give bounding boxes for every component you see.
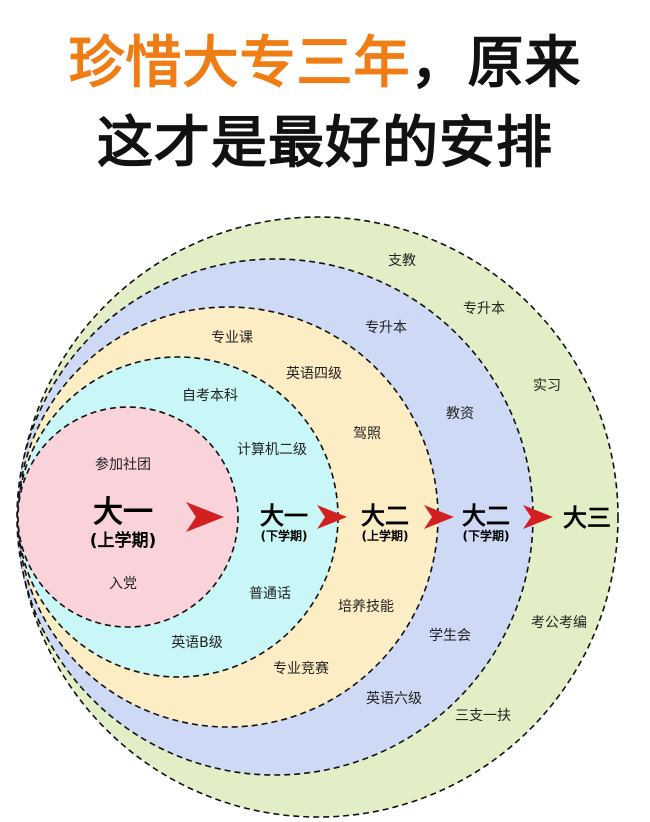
arrow-icon (424, 505, 454, 529)
activity-label: 学生会 (429, 628, 471, 644)
stage-label-sub: (上学期) (362, 528, 409, 543)
activity-label: 专业竞赛 (273, 660, 329, 677)
ring-freshman-1 (17, 406, 239, 628)
activity-label: 支教 (388, 253, 416, 269)
activity-label: 计算机二级 (237, 442, 307, 458)
stage-label-sub: (下学期) (261, 528, 308, 543)
stage-label-main: 大二 (462, 502, 510, 530)
activity-label: 实习 (533, 378, 561, 394)
stage-label-main: 大三 (563, 504, 611, 532)
page-title-line-2: 这才是最好的安排 (97, 111, 553, 176)
activity-label: 参加社团 (95, 456, 151, 473)
activity-label: 普通话 (249, 586, 291, 602)
activity-label: 教资 (446, 406, 474, 422)
stage-label-sub: (下学期) (463, 528, 510, 543)
activity-label: 自考本科 (182, 388, 238, 404)
activity-label: 培养技能 (338, 599, 394, 615)
activity-label: 专业课 (211, 330, 253, 346)
activity-labels: 参加社团 入党 自考本科 计算机二级 普通话 英语B级 专业课 英语四级 驾照 … (95, 253, 587, 724)
activity-label: 英语B级 (171, 634, 223, 651)
activity-label: 英语六级 (366, 690, 422, 707)
arrow-icon (186, 502, 224, 532)
activity-label: 专升本 (463, 301, 505, 317)
activity-label: 英语四级 (286, 365, 342, 382)
page-title-line-1: 珍惜大专三年，原来 (0, 30, 650, 98)
stage-label-sub: (上学期) (90, 530, 157, 551)
stage-labels: 大一 (上学期) 大一 (下学期) 大二 (上学期) 大二 (下学期) 大三 (90, 495, 611, 551)
activity-label: 入党 (109, 576, 137, 592)
title-rest: ，原来 (410, 31, 582, 96)
activity-label: 考公考编 (531, 615, 587, 631)
stage-label-main: 大二 (361, 502, 409, 530)
title-highlight: 珍惜大专三年 (68, 31, 411, 96)
stage-label-main: 大一 (93, 495, 153, 530)
arrow-icon (317, 505, 347, 529)
arrow-icon (523, 505, 553, 529)
stage-label-main: 大一 (260, 502, 308, 530)
activity-label: 驾照 (353, 426, 381, 442)
stage-arrows (186, 502, 553, 532)
activity-label: 专升本 (365, 320, 407, 336)
activity-label: 三支一扶 (455, 708, 511, 724)
